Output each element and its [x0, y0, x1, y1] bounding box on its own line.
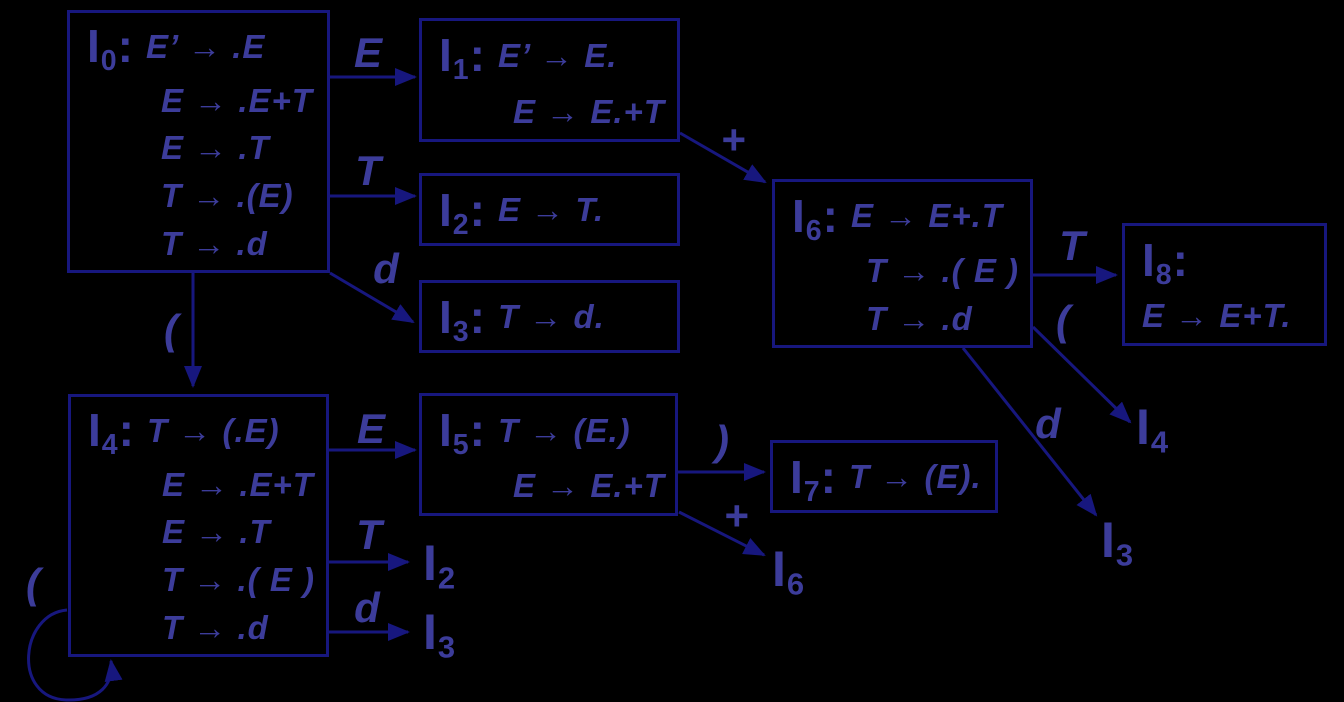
edge-label-i1-i6: +	[720, 116, 746, 163]
state-id-i4: I4:	[88, 404, 135, 462]
item-line: T → .( E )	[866, 251, 1019, 289]
state-box-i3: I3: T → d.	[419, 280, 680, 353]
edge-i6-i4	[1031, 325, 1132, 424]
edge-label-i5-i6: +	[723, 492, 749, 539]
state-id-i1: I1:	[439, 29, 486, 87]
item-line: I5: T → (E.)	[439, 404, 675, 461]
production: T → (E.)	[497, 411, 631, 449]
edge-label-i4-self: (	[26, 560, 40, 607]
production: E’ → E.	[497, 36, 618, 74]
edge-label-i0-i2: T	[355, 147, 381, 194]
item-line: I8:	[1142, 234, 1324, 291]
state-id-i8: I8:	[1142, 234, 1189, 291]
edge-i5-i6	[678, 510, 766, 557]
state-ref-i2: I2	[423, 535, 457, 596]
edge-i0-i3	[329, 271, 415, 324]
state-id-i6: I6:	[792, 189, 839, 247]
state-box-i4: I4: T → (.E) E → .E+T E → .T T → .( E ) …	[68, 394, 329, 657]
edge-label-i4-i5: E	[356, 405, 386, 452]
edge-label-i6-i4: (	[1056, 297, 1070, 344]
state-id-i3: I3:	[439, 290, 486, 348]
edge-label-i4-i2: T	[356, 511, 382, 558]
state-id-i7: I7:	[790, 450, 837, 508]
state-ref-i3-left: I3	[423, 604, 457, 665]
production: E’ → .E	[145, 27, 266, 65]
state-box-i8: I8: E → E+T.	[1122, 223, 1327, 346]
state-id-i2: I2:	[439, 183, 486, 241]
state-box-i1: I1: E’ → E. E → E.+T	[419, 18, 680, 142]
item-line: I7: T → (E).	[790, 450, 995, 508]
item-line: T → .d	[162, 608, 269, 646]
state-id-i5: I5:	[439, 404, 486, 461]
edge-label-i4-i3: d	[354, 584, 380, 631]
state-box-i5: I5: T → (E.) E → E.+T	[419, 393, 678, 516]
item-line: T → .d	[866, 299, 973, 337]
item-line: E → E.+T	[513, 467, 665, 504]
state-box-i6: I6: E → E+.T T → .( E ) T → .d	[772, 179, 1033, 348]
edge-label-i0-i1: E	[353, 29, 383, 76]
state-box-i7: I7: T → (E).	[770, 440, 998, 513]
edge-i6-i3	[961, 347, 1098, 517]
item-line: E → E+T.	[1142, 297, 1292, 334]
edge-i1-i6	[679, 131, 767, 184]
production: T → (.E)	[146, 411, 280, 449]
state-box-i2: I2: E → T.	[419, 173, 680, 246]
item-line: E → .E+T	[162, 465, 314, 503]
state-ref-i6: I6	[772, 541, 806, 602]
item-line: I0: E’ → .E	[87, 20, 327, 78]
item-line: E → .E+T	[161, 81, 313, 119]
item-line: I6: E → E+.T	[792, 189, 1030, 247]
production: T → d.	[497, 298, 605, 335]
item-line: I4: T → (.E)	[88, 404, 326, 462]
item-line: T → .( E )	[162, 561, 315, 599]
production: E → E+.T	[850, 197, 1003, 234]
production: E → T.	[497, 191, 605, 228]
edge-label-i6-i8: T	[1059, 222, 1085, 269]
state-ref-i4-right: I4	[1136, 399, 1170, 460]
production: T → (E).	[848, 458, 982, 495]
state-ref-i3-right: I3	[1101, 512, 1135, 573]
edge-i4-self-loop	[27, 608, 123, 702]
item-line: E → .T	[161, 129, 270, 167]
item-line: E → E.+T	[513, 92, 665, 130]
item-line: E → .T	[162, 513, 271, 551]
item-line: I1: E’ → E.	[439, 29, 677, 87]
edge-label-i6-i3: d	[1035, 400, 1061, 447]
item-line: I2: E → T.	[439, 183, 677, 241]
item-line: T → .d	[161, 224, 268, 262]
state-box-i0: I0: E’ → .E E → .E+T E → .T T → .(E) T →…	[67, 10, 330, 273]
item-line: I3: T → d.	[439, 290, 677, 348]
edge-label-i0-i3: d	[373, 245, 399, 292]
state-id-i0: I0:	[87, 20, 134, 78]
item-line: T → .(E)	[161, 177, 294, 215]
edge-label-i5-i7: )	[715, 417, 729, 464]
edge-label-i0-i4: (	[164, 306, 178, 353]
